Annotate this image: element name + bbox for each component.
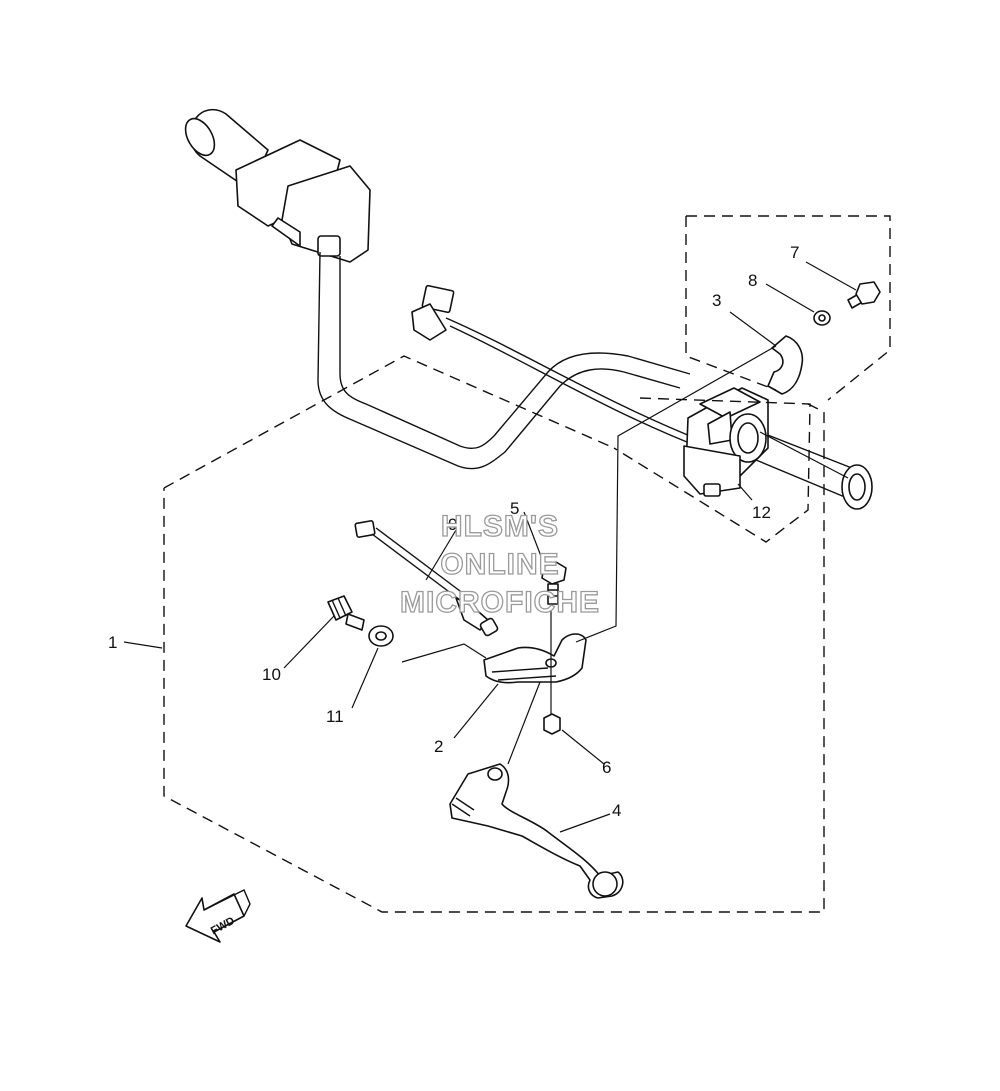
callout-6: 6 xyxy=(602,758,611,777)
clamp-set-outline xyxy=(685,215,891,401)
assembly-12-outline xyxy=(613,397,811,543)
callout-12: 12 xyxy=(752,503,771,522)
callout-labels: 1 2 3 4 5 6 7 8 9 10 11 12 xyxy=(108,243,799,820)
watermark-line-2: ONLINE xyxy=(440,548,559,581)
assembly-1-outline xyxy=(163,355,825,913)
watermark: HLSM'S ONLINE MICROFICHE xyxy=(399,509,600,619)
fwd-direction-arrow: FWD xyxy=(185,889,251,943)
callout-3: 3 xyxy=(712,291,721,310)
callout-5: 5 xyxy=(510,499,519,518)
callout-2: 2 xyxy=(434,737,443,756)
leader-lines xyxy=(123,261,857,833)
callout-7: 7 xyxy=(790,243,799,262)
callout-9: 9 xyxy=(448,515,457,534)
callout-10: 10 xyxy=(262,665,281,684)
callout-4: 4 xyxy=(612,801,621,820)
adjuster-and-locknut xyxy=(327,595,394,647)
clamp-bracket xyxy=(767,335,804,395)
pivot-bolt xyxy=(541,561,567,605)
callout-1: 1 xyxy=(108,633,117,652)
handlebar-assembly xyxy=(184,108,873,510)
clutch-lever xyxy=(449,763,624,899)
pivot-nut xyxy=(543,713,561,735)
lever-cable xyxy=(354,520,499,637)
right-switch-assembly xyxy=(683,387,769,497)
callout-11: 11 xyxy=(326,707,344,726)
lever-holder xyxy=(483,633,587,684)
watermark-line-1: HLSM'S xyxy=(441,510,559,543)
callout-8: 8 xyxy=(748,271,757,290)
wire-harness xyxy=(411,284,703,449)
watermark-line-3: MICROFICHE xyxy=(400,586,600,619)
washer-and-bolt xyxy=(813,281,881,326)
